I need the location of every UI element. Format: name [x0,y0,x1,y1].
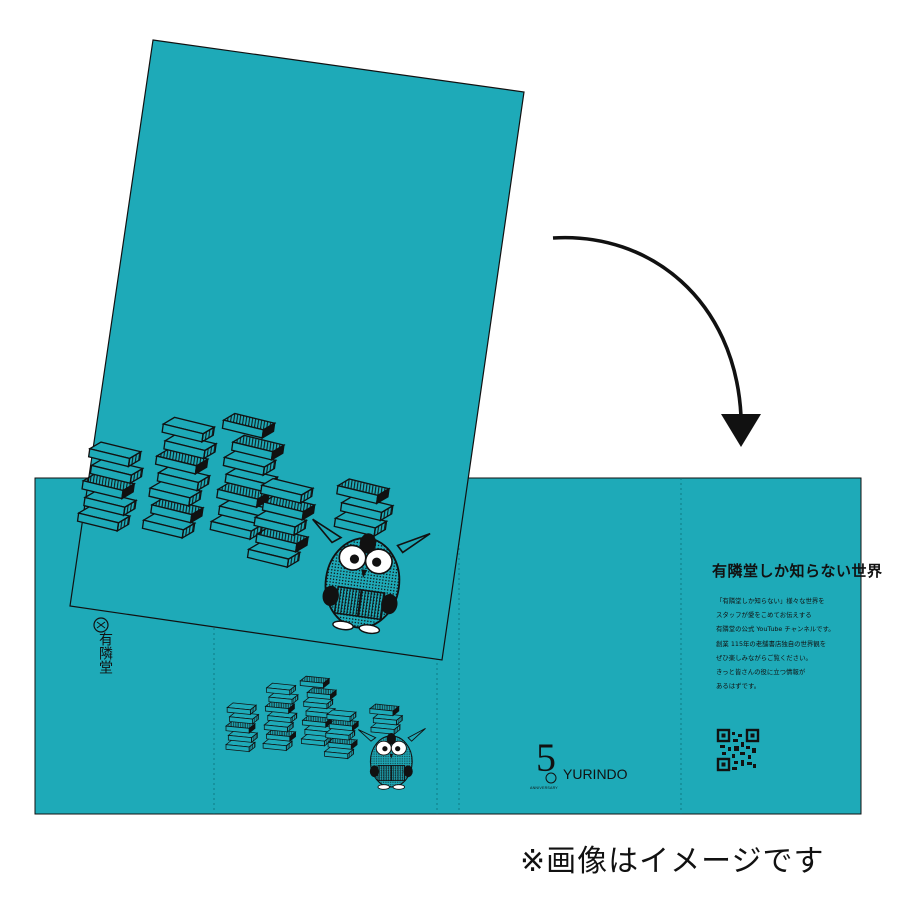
channel-description: 「有隣堂しか知らない」様々な世界を スタッフが愛をこめてお伝えする 有隣堂の公式… [716,594,866,693]
description-line: あるはずです。 [716,682,761,691]
brand-name-vertical: 有隣堂 [97,632,113,674]
qr-code-icon [716,728,760,772]
description-line: ぜひ楽しみながらご覧ください。 [716,653,812,662]
brand-emblem-icon [93,617,109,633]
description-line: きっと皆さんの役に立つ情報が [716,668,806,677]
anniversary-number: 5 [536,735,556,780]
brand-english-name: YURINDO [563,766,628,782]
curved-arrow-icon [552,235,761,447]
tilted-front-cover [68,39,525,661]
description-line: 有隣堂の公式 YouTube チャンネルです。 [716,625,835,634]
description-line: 「有隣堂しか知らない」様々な世界を [716,597,825,605]
image-caption: ※画像はイメージです [520,844,825,879]
channel-title: 有隣堂しか知らない世界 [712,562,883,580]
anniversary-word: ANNIVERSARY [530,786,558,790]
description-line: スタッフが愛をこめてお伝えする [716,611,812,620]
anniversary-emblem-icon [545,772,557,784]
description-line: 創業 115年の老舗書店独自の世界観を [716,639,827,648]
